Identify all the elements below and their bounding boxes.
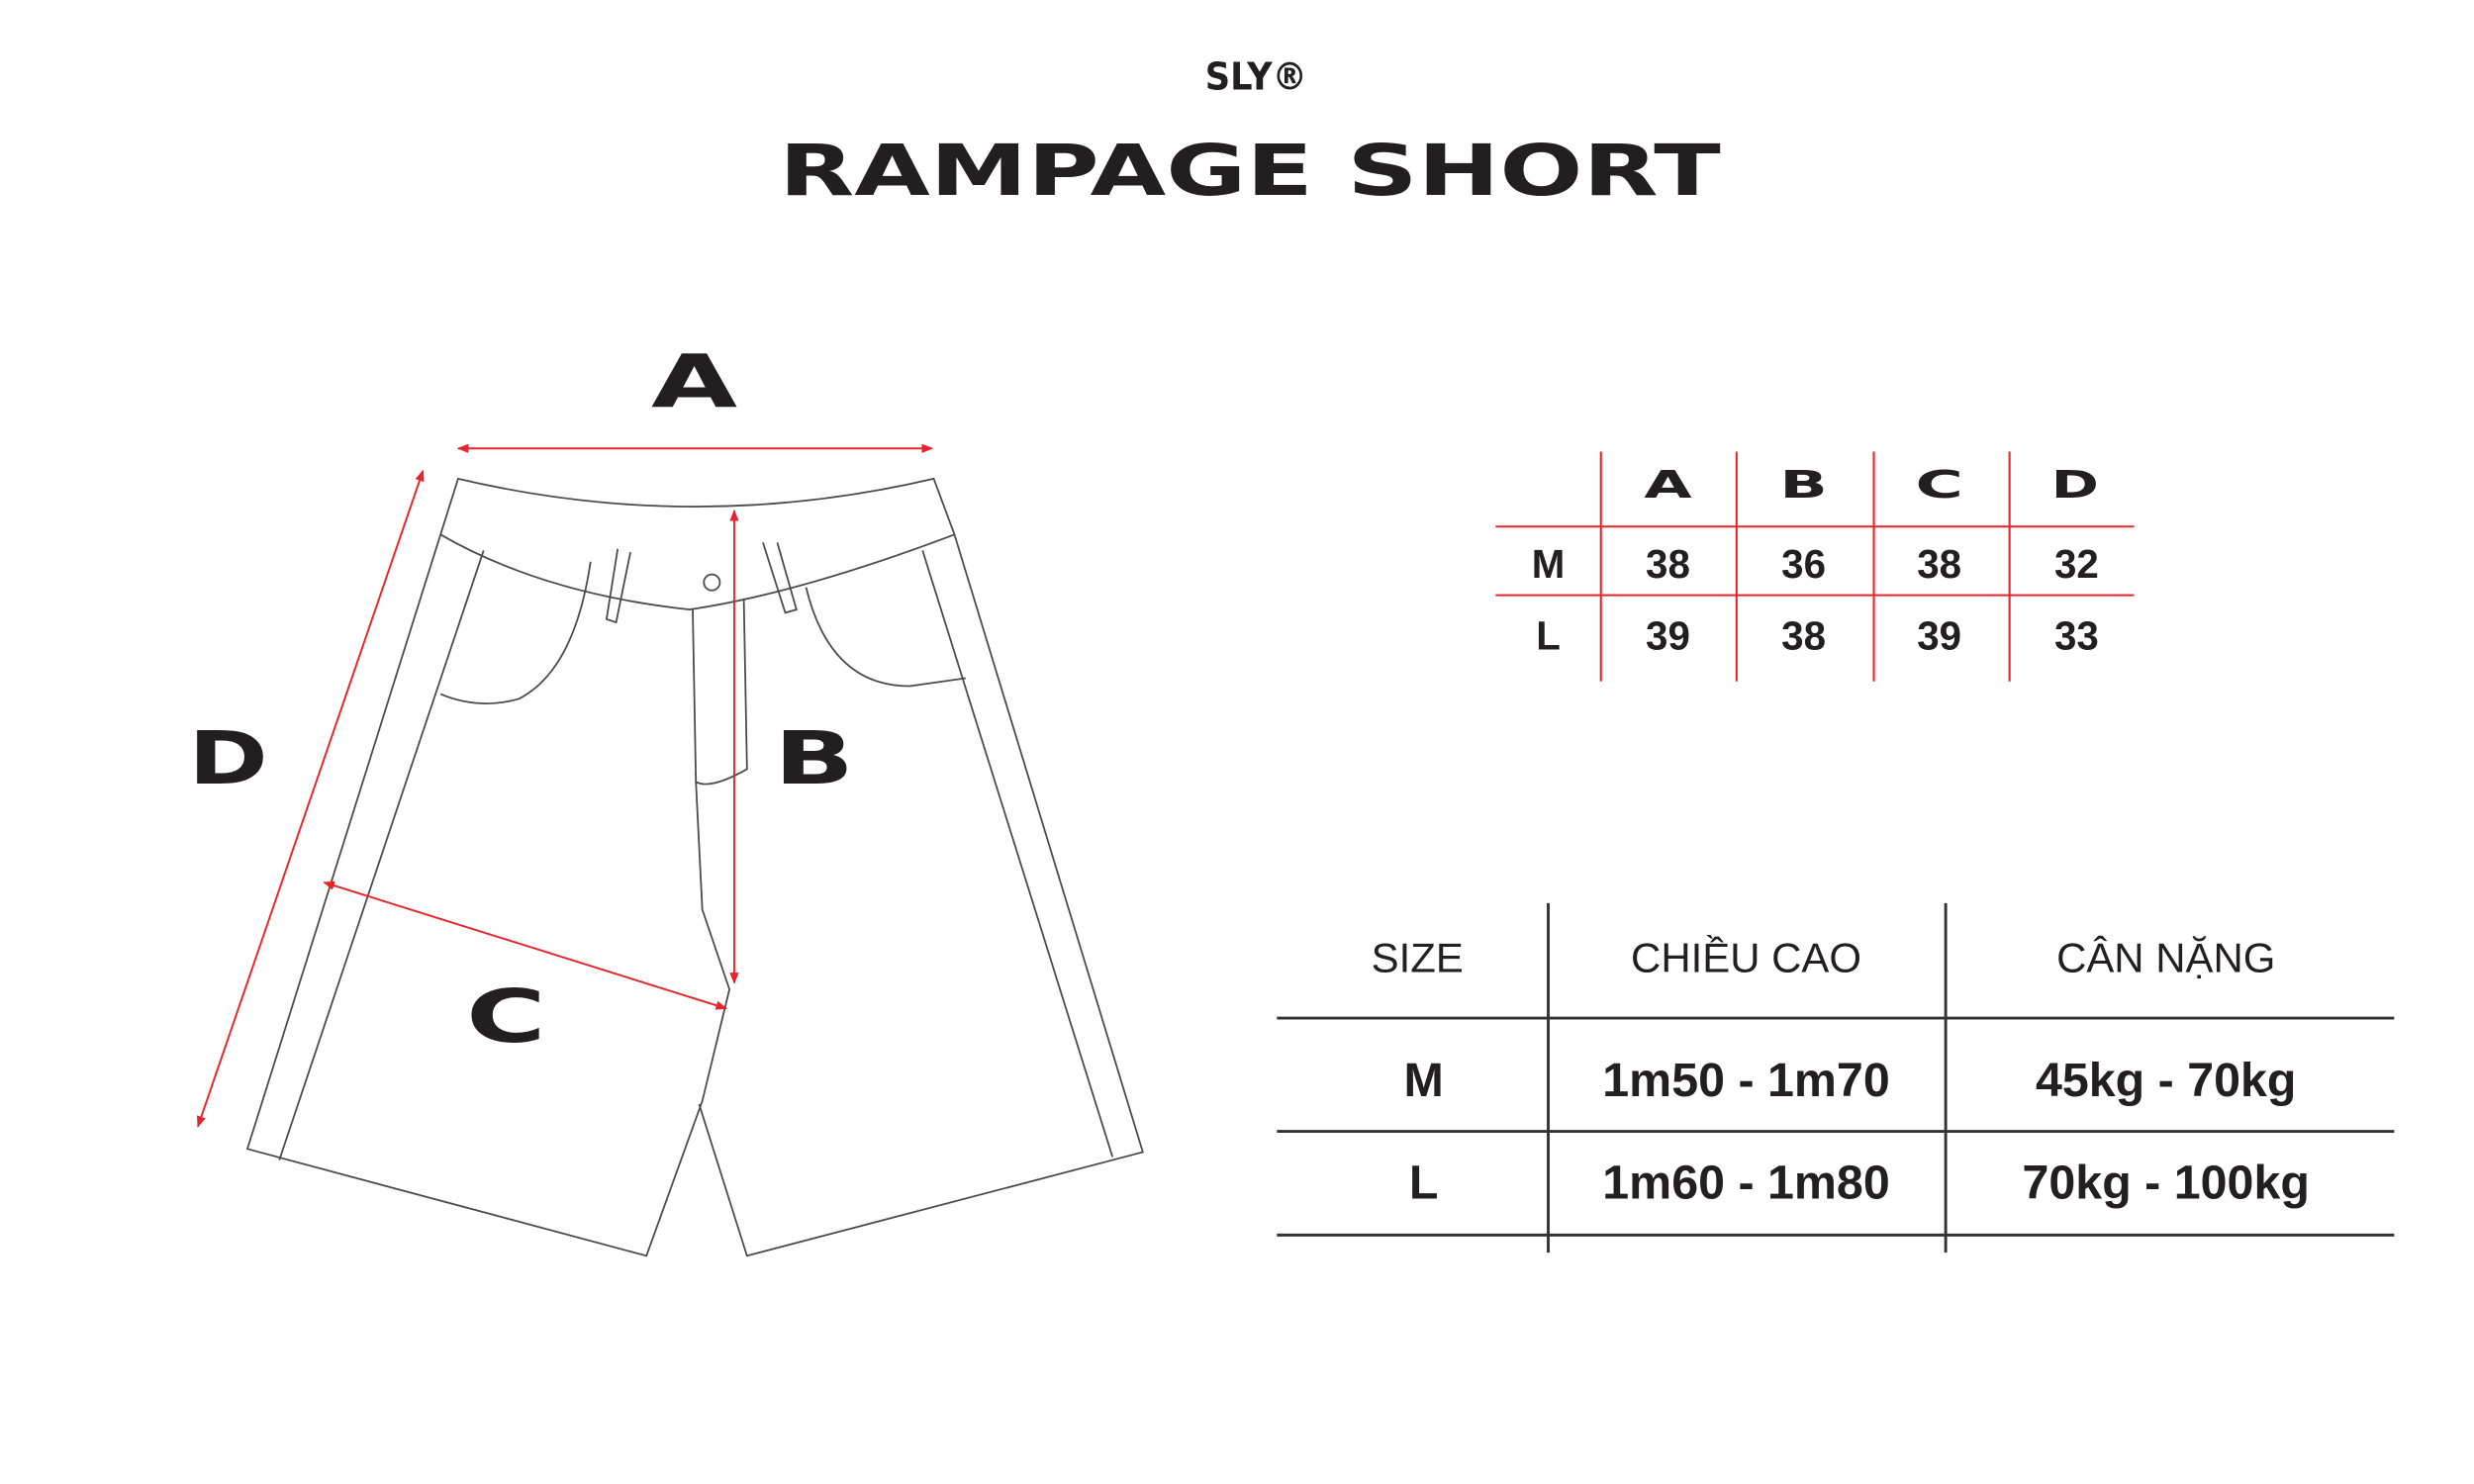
label-a: A (651, 339, 738, 424)
col-header-b: B (1779, 463, 1827, 508)
col-header-c: C (1915, 463, 1962, 508)
label-c: C (466, 974, 546, 1060)
measurement-table: A B C D M 38 36 38 32 L 39 38 39 33 (1495, 451, 2135, 682)
weight-l: 70kg - 100kg (2022, 1156, 2309, 1209)
header-height: CHIỀU CAO (1631, 934, 1861, 980)
cell: 39 (1917, 612, 1961, 658)
size-m: M (1404, 1054, 1444, 1107)
col-header-d: D (2051, 463, 2099, 508)
header-size: SIZE (1372, 934, 1464, 980)
cell: 36 (1781, 541, 1826, 587)
cell: 38 (1646, 541, 1690, 587)
row-label-m: M (1532, 541, 1566, 587)
height-l: 1m60 - 1m80 (1602, 1156, 1889, 1209)
row-label-l: L (1536, 612, 1561, 658)
label-b: B (774, 716, 854, 801)
shorts-illustration (245, 477, 1144, 1257)
size-l: L (1409, 1156, 1439, 1209)
page-title: RAMPAGE SHORT (779, 130, 1721, 212)
cell: 38 (1917, 541, 1961, 587)
header-weight: CÂN NẶNG (2056, 934, 2275, 980)
measure-d-arrow (196, 469, 425, 1128)
fit-table: SIZE CHIỀU CAO CÂN NẶNG M 1m50 - 1m70 45… (1277, 902, 2395, 1253)
cell: 39 (1646, 612, 1690, 658)
col-header-a: A (1644, 463, 1691, 508)
height-m: 1m50 - 1m70 (1602, 1054, 1889, 1107)
cell: 38 (1781, 612, 1826, 658)
cell: 32 (2054, 541, 2099, 587)
label-d: D (188, 716, 268, 801)
cell: 33 (2054, 612, 2099, 658)
weight-m: 45kg - 70kg (2036, 1054, 2297, 1107)
brand-logo: SLY® (1205, 54, 1307, 99)
